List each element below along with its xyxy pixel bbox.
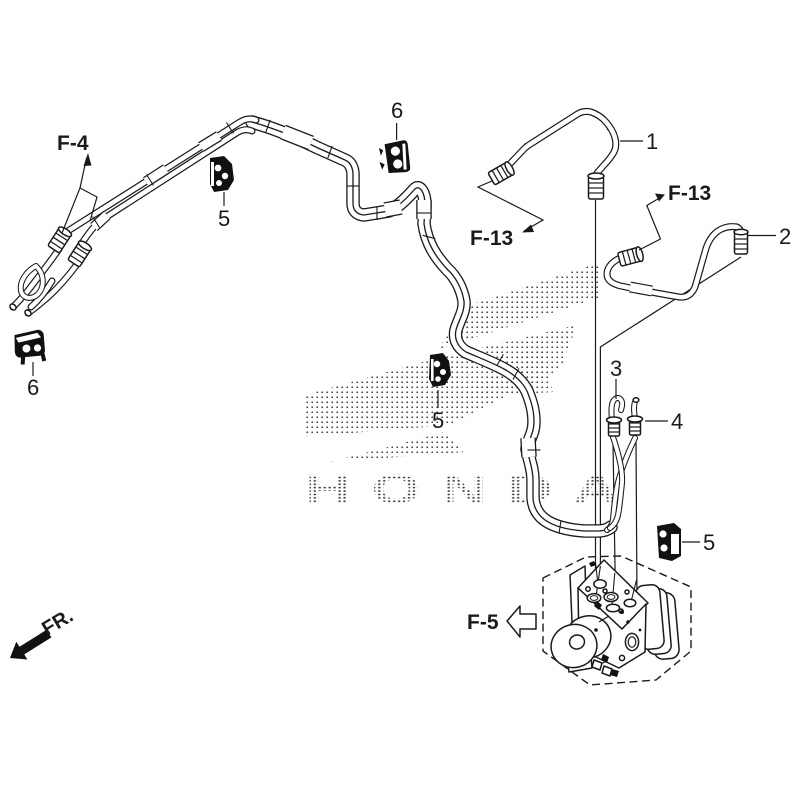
- svg-text:F-13: F-13: [668, 182, 711, 205]
- svg-text:6: 6: [391, 98, 403, 123]
- svg-text:HONDA: HONDA: [305, 467, 639, 512]
- svg-text:6: 6: [27, 375, 39, 400]
- svg-text:F-5: F-5: [467, 611, 499, 634]
- svg-text:5: 5: [218, 206, 230, 231]
- svg-text:3: 3: [610, 356, 622, 381]
- svg-text:F-13: F-13: [470, 227, 513, 250]
- svg-text:4: 4: [671, 409, 683, 434]
- svg-text:2: 2: [779, 224, 791, 249]
- svg-text:5: 5: [703, 530, 715, 555]
- svg-text:1: 1: [646, 129, 658, 154]
- svg-text:5: 5: [432, 408, 444, 433]
- svg-text:F-4: F-4: [57, 132, 89, 155]
